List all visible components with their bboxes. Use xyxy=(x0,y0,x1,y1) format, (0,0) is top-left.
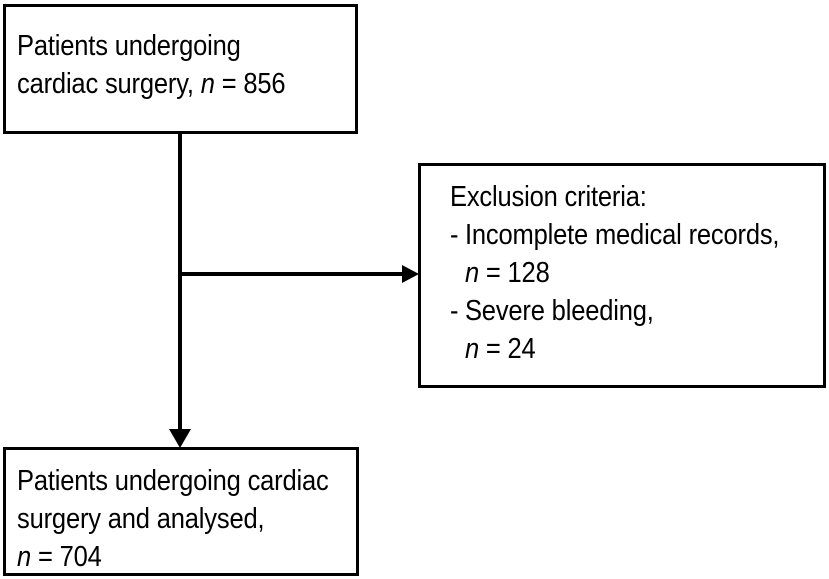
enrolled-line-2-prefix: cardiac surgery, xyxy=(17,68,201,100)
exclusion-item-2-bullet: - xyxy=(450,295,459,327)
exclusion-item-2-line-1: -Severe bleeding, xyxy=(450,292,779,330)
enrolled-n-value: = 856 xyxy=(214,68,286,100)
exclusion-item-1-n-symbol: n xyxy=(464,257,479,289)
analysed-n-value: = 704 xyxy=(31,541,102,573)
flow-node-enrolled-text: Patients undergoing cardiac surgery, n =… xyxy=(17,27,286,103)
exclusion-item-2-label: Severe bleeding, xyxy=(464,295,654,327)
exclusion-item-2-n-value: = 24 xyxy=(478,333,536,365)
exclusion-item-2-line-2: n = 24 xyxy=(450,330,779,368)
exclusion-item-1-bullet: - xyxy=(450,219,459,251)
exclusion-item-1-line-1: -Incomplete medical records, xyxy=(450,216,780,254)
arrowhead-right-to-exclusion xyxy=(402,265,419,283)
flow-node-analysed-text: Patients undergoing cardiac surgery and … xyxy=(17,462,329,576)
flow-node-exclusion-text: Exclusion criteria: -Incomplete medical … xyxy=(450,178,780,368)
exclusion-heading: Exclusion criteria: xyxy=(450,181,647,213)
analysed-line-2: surgery and analysed, xyxy=(17,503,265,535)
connector-vertical-stem xyxy=(178,134,182,429)
arrowhead-down-to-analysed xyxy=(169,429,191,448)
flow-node-analysed: Patients undergoing cardiac surgery and … xyxy=(3,447,359,576)
enrolled-line-1: Patients undergoing xyxy=(17,30,241,62)
exclusion-item-1-n-value: = 128 xyxy=(478,257,550,289)
exclusion-item-1-label: Incomplete medical records, xyxy=(464,219,780,251)
analysed-line-1: Patients undergoing cardiac xyxy=(17,465,329,497)
exclusion-item-1-line-2: n = 128 xyxy=(450,254,779,292)
analysed-n-symbol: n xyxy=(17,541,32,573)
flow-node-exclusion: Exclusion criteria: -Incomplete medical … xyxy=(418,163,826,388)
flow-node-enrolled: Patients undergoing cardiac surgery, n =… xyxy=(3,4,358,134)
exclusion-item-2-n-symbol: n xyxy=(464,333,479,365)
enrolled-n-symbol: n xyxy=(200,68,215,100)
connector-horizontal-branch xyxy=(178,272,410,276)
